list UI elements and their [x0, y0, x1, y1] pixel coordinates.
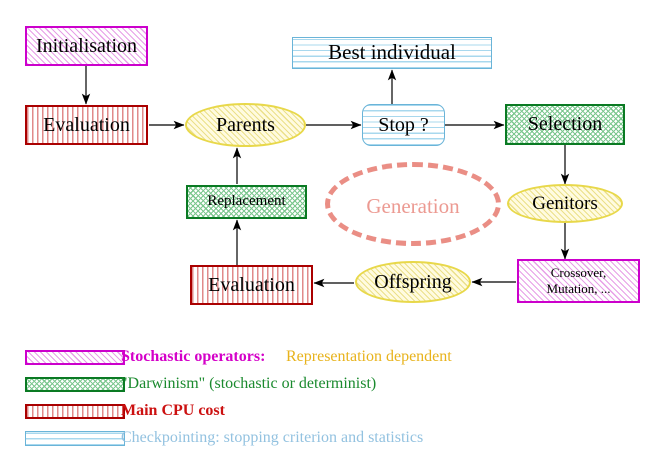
- legend-row-checkpointing: Checkpointing: stopping criterion and st…: [0, 425, 662, 451]
- node-offspring[interactable]: Offspring: [355, 261, 471, 303]
- node-initialisation-label: Initialisation: [35, 34, 138, 57]
- node-genitors[interactable]: Genitors: [507, 184, 623, 223]
- node-parents[interactable]: Parents: [185, 103, 306, 147]
- legend-row-cpu-cost: Main CPU cost: [0, 398, 662, 424]
- node-crossover-mutation[interactable]: Crossover, Mutation, ...: [517, 259, 640, 303]
- node-evaluation-top[interactable]: Evaluation: [25, 105, 148, 145]
- node-stop[interactable]: Stop ?: [362, 104, 445, 146]
- legend-label-stochastic-operators: Stochastic operators:: [121, 348, 266, 365]
- node-parents-label: Parents: [216, 113, 275, 136]
- node-crossover-mutation-label: Crossover, Mutation, ...: [546, 264, 611, 296]
- node-selection-label: Selection: [527, 113, 603, 136]
- legend-row-stochastic: Stochastic operators: Representation dep…: [0, 344, 662, 370]
- node-replacement[interactable]: Replacement: [186, 185, 307, 219]
- legend-label-darwinism: "Darwinism" (stochastic or determinist): [121, 375, 377, 392]
- generation-ellipse: Generation: [325, 162, 501, 246]
- node-selection[interactable]: Selection: [505, 104, 625, 145]
- node-evaluation-bottom-label: Evaluation: [208, 273, 295, 296]
- node-best-individual[interactable]: Best individual: [292, 37, 492, 69]
- generation-label: Generation: [366, 194, 460, 218]
- legend-swatch-red: [25, 403, 125, 419]
- node-replacement-label: Replacement: [207, 193, 286, 210]
- legend-swatch-green: [25, 376, 125, 392]
- legend-swatch-blue: [25, 430, 125, 446]
- legend-label-checkpointing: Checkpointing: stopping criterion and st…: [121, 429, 424, 446]
- legend: Stochastic operators: Representation dep…: [0, 336, 662, 471]
- node-evaluation-top-label: Evaluation: [43, 113, 130, 136]
- node-best-individual-label: Best individual: [328, 40, 456, 65]
- legend-label-representation-dependent: Representation dependent: [286, 348, 452, 365]
- node-initialisation[interactable]: Initialisation: [25, 26, 148, 66]
- node-genitors-label: Genitors: [532, 192, 598, 214]
- node-offspring-label: Offspring: [374, 270, 452, 293]
- node-evaluation-bottom[interactable]: Evaluation: [190, 265, 313, 305]
- legend-label-main-cpu-cost: Main CPU cost: [121, 402, 225, 419]
- legend-row-darwinism: "Darwinism" (stochastic or determinist): [0, 371, 662, 397]
- legend-swatch-magenta: [25, 349, 125, 365]
- node-stop-label: Stop ?: [378, 113, 429, 136]
